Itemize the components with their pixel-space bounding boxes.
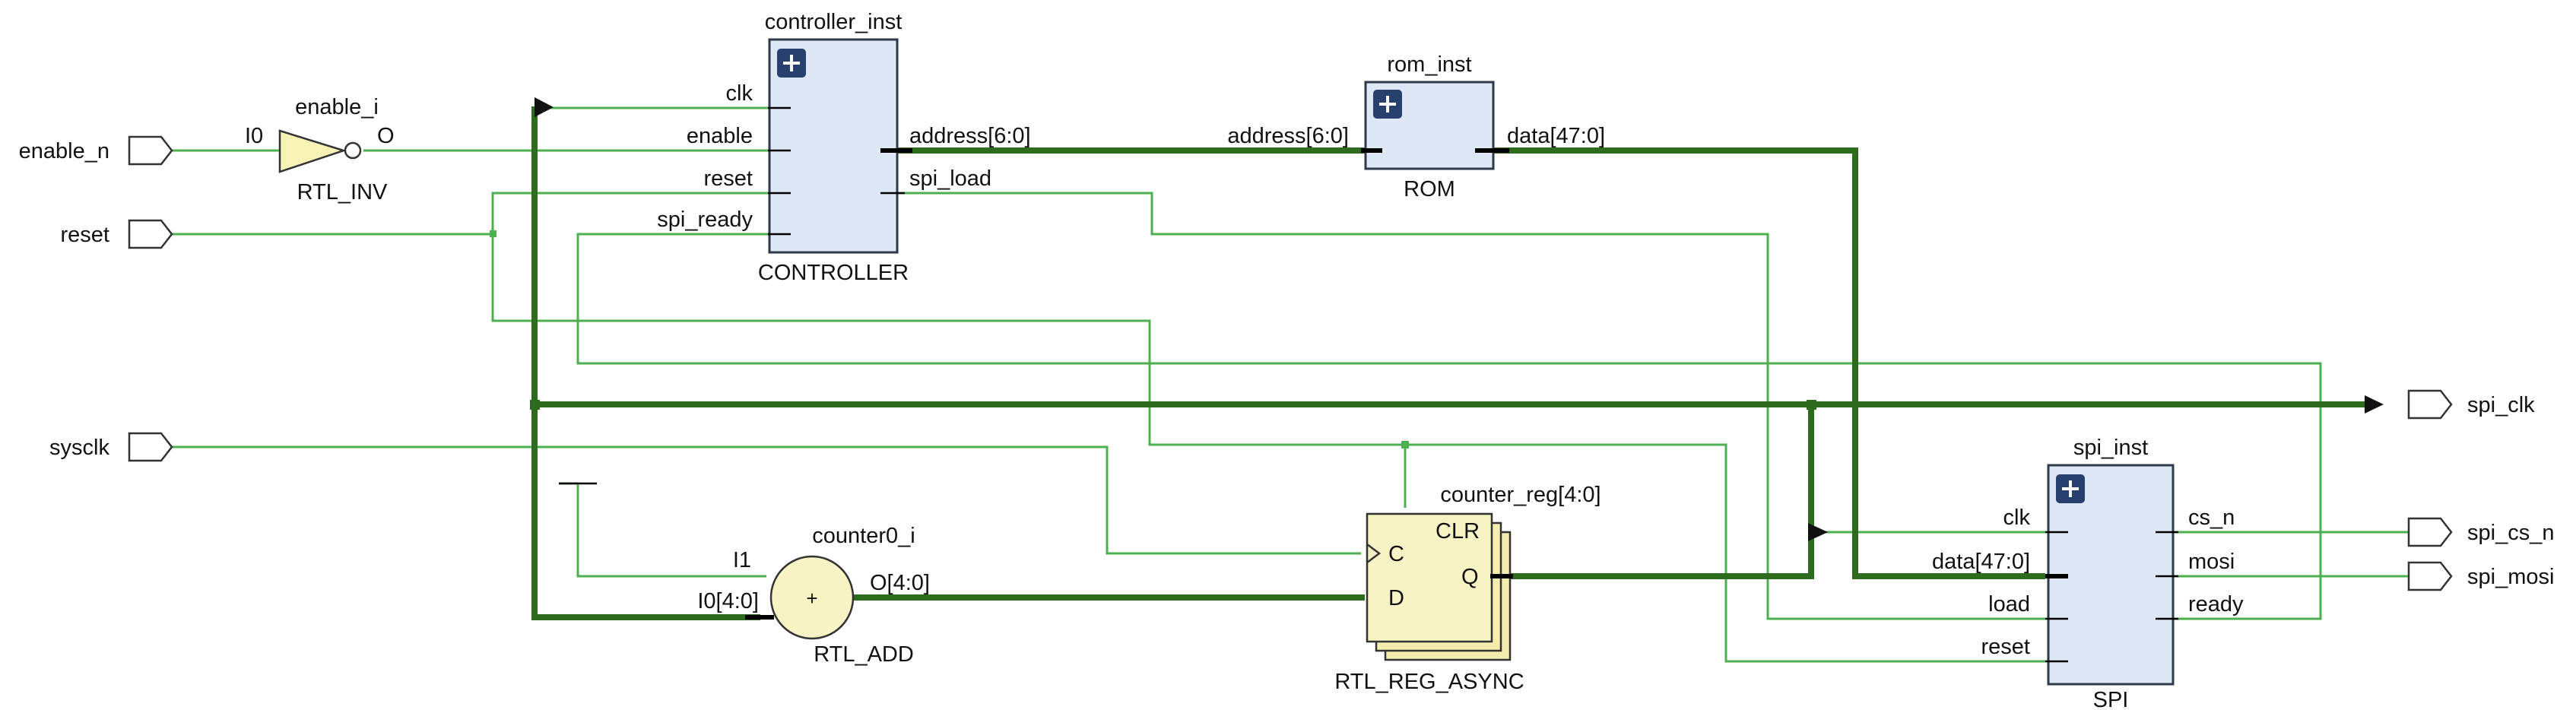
output-ports: spi_clk spi_cs_n spi_mosi: [2407, 389, 2554, 591]
port-enable-n-label: enable_n: [19, 139, 109, 163]
port-spi-mosi-label: spi_mosi: [2467, 565, 2554, 589]
net-reset-ctrl[interactable]: [491, 192, 791, 234]
junctions: [490, 97, 2384, 541]
port-spi-clk-label: spi_clk: [2467, 393, 2535, 417]
spi-pin-ready: ready: [2188, 592, 2244, 616]
arrow-spi-clk-icon: [2365, 395, 2384, 414]
adder-pin-o: O[4:0]: [870, 571, 930, 595]
inverter-enable-i[interactable]: enable_i I0 O RTL_INV: [245, 95, 395, 204]
inverter-out-pin: O: [377, 124, 395, 148]
rom-pin-address: address[6:0]: [1227, 124, 1349, 148]
wires: [172, 106, 2409, 663]
spi-type-label: SPI: [2093, 688, 2129, 710]
register-type-label: RTL_REG_ASYNC: [1334, 670, 1524, 694]
adder-circle: [769, 555, 855, 640]
input-ports: enable_n reset sysclk: [19, 135, 173, 462]
rom-expand-icon[interactable]: [1373, 90, 1402, 119]
adder-counter0-i[interactable]: counter0_i + I1 I0[4:0] O[4:0] RTL_ADD: [697, 524, 930, 667]
rom-pin-data: data[47:0]: [1507, 124, 1605, 148]
bus-clk[interactable]: [531, 106, 760, 620]
block-controller[interactable]: controller_inst clk enable reset spi_rea…: [657, 10, 1030, 285]
inverter-triangle-icon: [278, 129, 347, 173]
spi-pin-reset: reset: [1981, 635, 2030, 659]
spi-pin-clk: clk: [2003, 506, 2031, 530]
register-pin-clr: CLR: [1436, 519, 1480, 544]
controller-expand-icon[interactable]: [777, 49, 806, 78]
block-rom[interactable]: rom_inst address[6:0] data[47:0] ROM: [1227, 52, 1605, 201]
spi-expand-icon[interactable]: [2056, 474, 2085, 503]
bus-data[interactable]: [1487, 147, 2045, 579]
rom-inst-label: rom_inst: [1387, 52, 1471, 77]
inverter-inst-label: enable_i: [295, 95, 379, 119]
controller-pin-spi-load: spi_load: [909, 166, 991, 191]
bus-reg-q[interactable]: [1498, 404, 1814, 579]
net-sysclk[interactable]: [172, 445, 1361, 555]
rom-type-label: ROM: [1404, 177, 1455, 201]
controller-pin-reset: reset: [704, 166, 753, 191]
spi-inst-label: spi_inst: [2073, 436, 2148, 460]
port-spi-cs-n[interactable]: spi_cs_n: [2407, 517, 2554, 547]
arrow-clk-in-icon: [535, 97, 554, 117]
net-spi-load[interactable]: [880, 192, 2045, 620]
inverter-in-pin: I0: [245, 124, 263, 148]
register-counter-reg[interactable]: counter_reg[4:0] CLR C D Q RTL_REG_ASYNC: [1334, 483, 1600, 694]
block-spi[interactable]: spi_inst clk data[47:0] load reset cs_n …: [1932, 436, 2244, 710]
register-pin-d: D: [1388, 586, 1404, 610]
register-inst-label: counter_reg[4:0]: [1440, 483, 1600, 507]
port-spi-cs-n-label: spi_cs_n: [2467, 521, 2554, 545]
net-spi-ready[interactable]: [576, 233, 2322, 620]
adder-pin-i1: I1: [733, 548, 751, 572]
register-clock-icon: [1366, 544, 1382, 563]
junction-reset: [490, 230, 496, 237]
port-reset[interactable]: reset: [61, 219, 173, 249]
spi-pin-mosi: mosi: [2188, 550, 2235, 574]
controller-pin-spi-ready: spi_ready: [657, 208, 753, 232]
inverter-bubble-icon: [344, 141, 362, 160]
junction-spi-clk: [1807, 400, 1816, 410]
register-pin-c: C: [1388, 542, 1404, 566]
controller-pin-address: address[6:0]: [909, 124, 1031, 148]
port-sysclk-label: sysclk: [49, 436, 109, 460]
inverter-type-label: RTL_INV: [297, 180, 388, 204]
junction-clr: [1401, 441, 1409, 449]
port-sysclk[interactable]: sysclk: [49, 432, 173, 462]
register-body: [1366, 512, 1493, 643]
net-reset-fanout[interactable]: [491, 234, 2045, 663]
controller-pin-clk: clk: [726, 81, 753, 106]
controller-type-label: CONTROLLER: [758, 261, 909, 285]
spi-pin-load: load: [1988, 592, 2030, 616]
arrow-spi-clk-pin-icon: [1808, 523, 1828, 541]
spi-pin-data: data[47:0]: [1932, 550, 2030, 574]
adder-inst-label: counter0_i: [812, 524, 915, 548]
junction-clk: [530, 400, 540, 410]
register-pin-q: Q: [1461, 565, 1479, 589]
adder-type-label: RTL_ADD: [814, 642, 914, 667]
port-spi-clk[interactable]: spi_clk: [2407, 389, 2535, 420]
spi-pin-cs-n: cs_n: [2188, 506, 2235, 530]
controller-pin-enable: enable: [687, 124, 753, 148]
adder-plus-icon: +: [806, 587, 817, 610]
port-enable-n[interactable]: enable_n: [19, 135, 173, 166]
controller-inst-label: controller_inst: [765, 10, 903, 34]
port-reset-label: reset: [61, 223, 109, 247]
port-spi-mosi[interactable]: spi_mosi: [2407, 561, 2554, 591]
adder-pin-i0: I0[4:0]: [697, 589, 759, 613]
